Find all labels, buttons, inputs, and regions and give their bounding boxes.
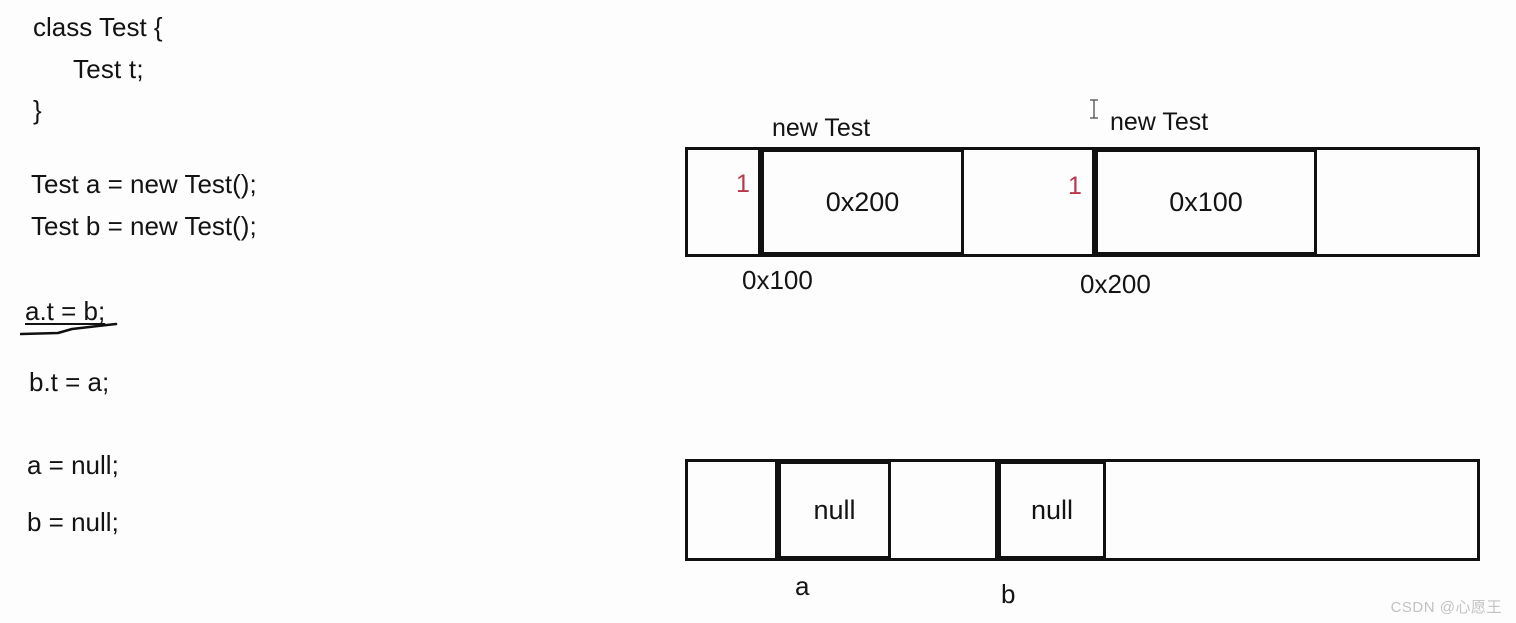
caption-new-test-left: new Test: [772, 114, 871, 142]
heap-cell-free-space: [1317, 150, 1477, 254]
stack-cell-empty-1: [688, 462, 778, 558]
heap-cell-obj-a-field-t: 0x200: [761, 149, 964, 255]
code-line-class-close: }: [33, 95, 42, 125]
variable-label-a: a: [795, 571, 810, 601]
code-line-a-null: a = null;: [27, 450, 119, 480]
code-listing: class Test { Test t; } Test a = new Test…: [0, 0, 640, 623]
variable-label-b: b: [1001, 579, 1016, 609]
heap-cell-value-0x100: 0x100: [1169, 186, 1243, 217]
stack-cell-var-a: null: [778, 461, 891, 559]
code-line-new-b: Test b = new Test();: [31, 211, 257, 241]
stack-strip-outline: null null: [685, 459, 1480, 561]
stack-cell-empty-2: [891, 462, 998, 558]
stack-cell-free-space: [1106, 462, 1477, 558]
stack-cell-value-b-null: null: [1030, 494, 1074, 525]
heap-strip-outline: 0x200 0x100: [685, 147, 1480, 257]
stack-cell-value-a-null: null: [813, 494, 856, 525]
heap-cell-obj-b-field-t: 0x100: [1095, 149, 1317, 255]
caption-new-test-right: new Test: [1110, 108, 1209, 136]
csdn-watermark: CSDN @心愿王: [1390, 599, 1502, 616]
stack-cell-var-b: null: [998, 461, 1106, 559]
heap-memory-diagram: new Test new Test 0x200 0x100 1 1 0x100 …: [685, 99, 1480, 299]
address-label-0x200: 0x200: [1080, 269, 1151, 299]
heap-cell-value-0x200: 0x200: [825, 186, 900, 217]
heap-cell-obj-a-header: [688, 150, 761, 254]
address-label-0x100: 0x100: [742, 265, 813, 295]
code-line-new-a: Test a = new Test();: [31, 169, 257, 199]
text-cursor-icon: [1088, 99, 1099, 119]
refcount-obj-b: 1: [1068, 172, 1082, 200]
refcount-obj-a: 1: [736, 170, 750, 198]
code-line-b-t-assign: b.t = a;: [29, 367, 110, 397]
code-line-b-null: b = null;: [27, 507, 119, 537]
code-line-field-decl: Test t;: [73, 54, 144, 84]
code-line-class-decl: class Test {: [33, 12, 163, 42]
handdrawn-underline-annotation: [19, 322, 118, 336]
heap-cell-obj-b-header: [964, 150, 1095, 254]
code-line-a-t-assign: a.t = b;: [25, 296, 106, 326]
